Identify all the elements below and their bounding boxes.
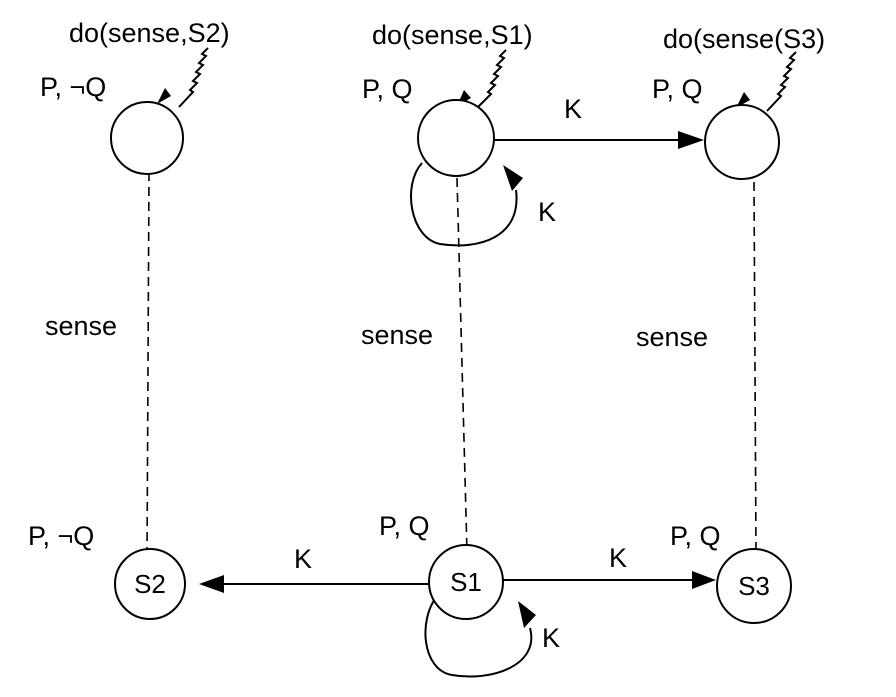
node-s1 bbox=[428, 544, 504, 620]
sense-link-right bbox=[753, 181, 757, 556]
relation-label-k-top-arrow: K bbox=[564, 94, 582, 124]
situation-label-do-s1: do(sense,S1) bbox=[372, 20, 533, 50]
node-s2 bbox=[114, 548, 186, 620]
action-label-sense-middle: sense bbox=[361, 320, 433, 350]
pointer-do-s3 bbox=[766, 51, 797, 112]
fluent-label-bottom-left: P, ¬Q bbox=[28, 521, 94, 551]
relation-label-k-bottom-left-arrow: K bbox=[294, 544, 312, 574]
pointer-do-s2 bbox=[178, 47, 209, 108]
fluent-label-top-middle: P, Q bbox=[362, 74, 413, 104]
node-s1-label: S1 bbox=[450, 567, 482, 597]
situation-label-do-s3: do(sense(S3) bbox=[663, 24, 825, 54]
k-loop-top bbox=[410, 162, 518, 247]
k-loop-bottom-head bbox=[518, 601, 536, 628]
action-label-sense-right: sense bbox=[636, 322, 708, 352]
k-loop-top-head bbox=[503, 165, 523, 191]
situation-label-do-s2: do(sense,S2) bbox=[69, 18, 230, 48]
k-loop-bottom bbox=[424, 595, 533, 678]
pointer-do-s1 bbox=[475, 49, 507, 110]
node-s3-label: S3 bbox=[738, 571, 770, 601]
relation-label-k-top-loop: K bbox=[538, 197, 556, 227]
node-do-s3 bbox=[704, 104, 780, 180]
fluent-label-top-left: P, ¬Q bbox=[40, 72, 106, 102]
relation-label-k-bottom-loop: K bbox=[542, 623, 560, 653]
sense-link-left bbox=[146, 171, 150, 561]
k-arrow-bottom-left-head bbox=[199, 575, 224, 593]
k-arrow-bottom-right-head bbox=[692, 571, 716, 589]
pointer-do-s3-head bbox=[736, 92, 750, 108]
relation-label-k-bottom-right-arrow: K bbox=[609, 543, 627, 573]
node-do-s1 bbox=[417, 99, 495, 177]
k-arrow-top-head bbox=[678, 131, 704, 149]
sense-link-middle bbox=[456, 177, 468, 553]
node-s3 bbox=[716, 548, 792, 624]
fluent-label-bottom-middle: P, Q bbox=[379, 511, 430, 541]
pointer-do-s2-head bbox=[157, 88, 171, 104]
fluent-label-bottom-right: P, Q bbox=[670, 521, 721, 551]
fluent-label-top-right: P, Q bbox=[652, 74, 703, 104]
node-s2-label: S2 bbox=[134, 569, 166, 599]
node-do-s2 bbox=[110, 101, 184, 175]
action-label-sense-left: sense bbox=[45, 311, 117, 341]
